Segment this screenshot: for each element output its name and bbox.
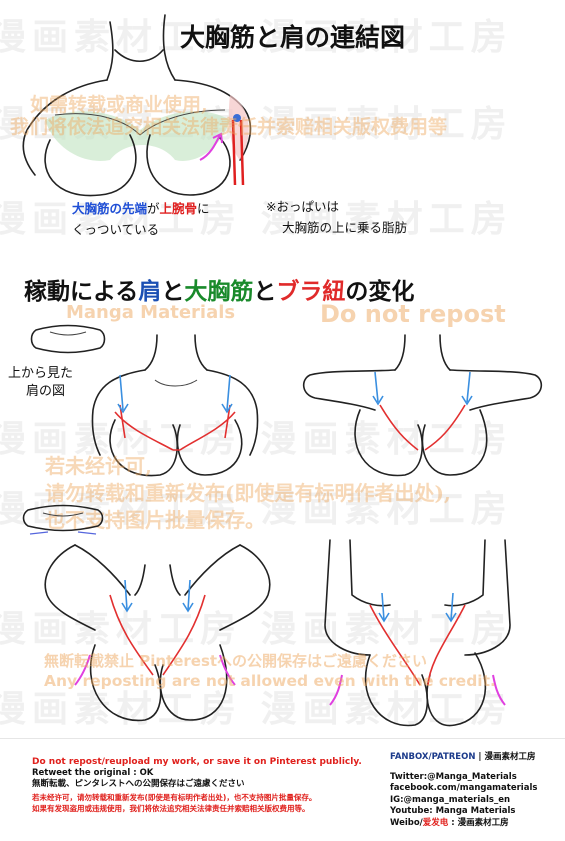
fanbox-link[interactable]: FANBOX/PATREON <box>390 752 476 762</box>
watermark-no-repost: Do not repost <box>320 300 506 328</box>
watermark-jp-bottom: 無断転載禁止 Pinterestへの公開保存はご遠慮ください <box>44 652 428 670</box>
pectoral-shoulder-illustration <box>22 14 252 197</box>
footer-social: FANBOX/PATREON | 漫画素材工房 Twitter:@Manga_M… <box>390 752 537 829</box>
instagram-link[interactable]: IG:@manga_materials_en <box>390 794 511 805</box>
watermark-brand: Manga Materials <box>66 302 236 323</box>
footer-divider <box>0 738 565 739</box>
figure-arms-raised-bent <box>44 544 271 722</box>
note-breast-fat-line1: ※おっぱいは <box>266 199 339 214</box>
footer-line1: Do not repost/reupload my work, or save … <box>32 757 362 767</box>
footer-fanbox: FANBOX/PATREON | 漫画素材工房 <box>390 752 536 762</box>
watermark-cn-mid-2: 请勿转载和重新发布(即使是有标明作者出处), <box>45 481 451 505</box>
section-subtitle: 稼動による肩と大胸筋とブラ紐の変化 <box>24 279 415 305</box>
watermark-cn-mid-1: 若未经许可, <box>45 454 152 478</box>
footer-notice: Do not repost/reupload my work, or save … <box>32 757 362 814</box>
weibo-link[interactable]: Weibo/爱发电 : 漫画素材工房 <box>390 817 509 828</box>
note-pectoral-attachment-line2: くっついている <box>72 222 160 237</box>
youtube-link[interactable]: Youtube: Manga Materials <box>390 806 516 816</box>
page-title: 大胸筋と肩の連結図 <box>180 23 406 52</box>
note-breast-fat-line2: 大胸筋の上に乗る脂肪 <box>282 220 408 235</box>
note-pectoral-attachment: 大胸筋の先端が上腕骨に <box>72 201 210 216</box>
footer-line2: Retweet the original : OK <box>32 768 154 778</box>
figure-arms-down <box>91 334 259 477</box>
figure-arms-raised-up <box>324 539 511 727</box>
top-view-shoulder-shape-raised <box>22 504 104 535</box>
footer-line5: 如果有发现盗用或违规使用，我们将依法追究相关法律责任并索赔相关版权费用等。 <box>32 804 310 813</box>
watermark-cn-1: 如需转载或商业使用, <box>30 94 208 116</box>
figure-arms-out <box>302 334 543 477</box>
twitter-link[interactable]: Twitter:@Manga_Materials <box>390 771 517 782</box>
footer-line4: 若未经许可，请勿转载和重新发布(即使是有标明作者出处)，也不支持图片批量保存。 <box>32 793 317 802</box>
watermark-cn-2: 我们将依法追究相关法律责任并索赔相关版权费用等 <box>10 116 448 138</box>
watermark-en-bottom: Any reposting are not allowed even with … <box>44 672 496 690</box>
top-view-label-line2: 肩の図 <box>26 384 66 399</box>
footer-line3: 無断転載、ピンタレストへの公開保存はご遠慮ください <box>32 779 245 789</box>
top-view-label-line1: 上から見た <box>8 366 74 381</box>
top-view-shoulder-shape <box>30 324 106 354</box>
watermark-cn-mid-3: 也不支持图片批量保存。 <box>45 508 265 532</box>
facebook-link[interactable]: facebook.com/mangamaterials <box>390 783 538 793</box>
